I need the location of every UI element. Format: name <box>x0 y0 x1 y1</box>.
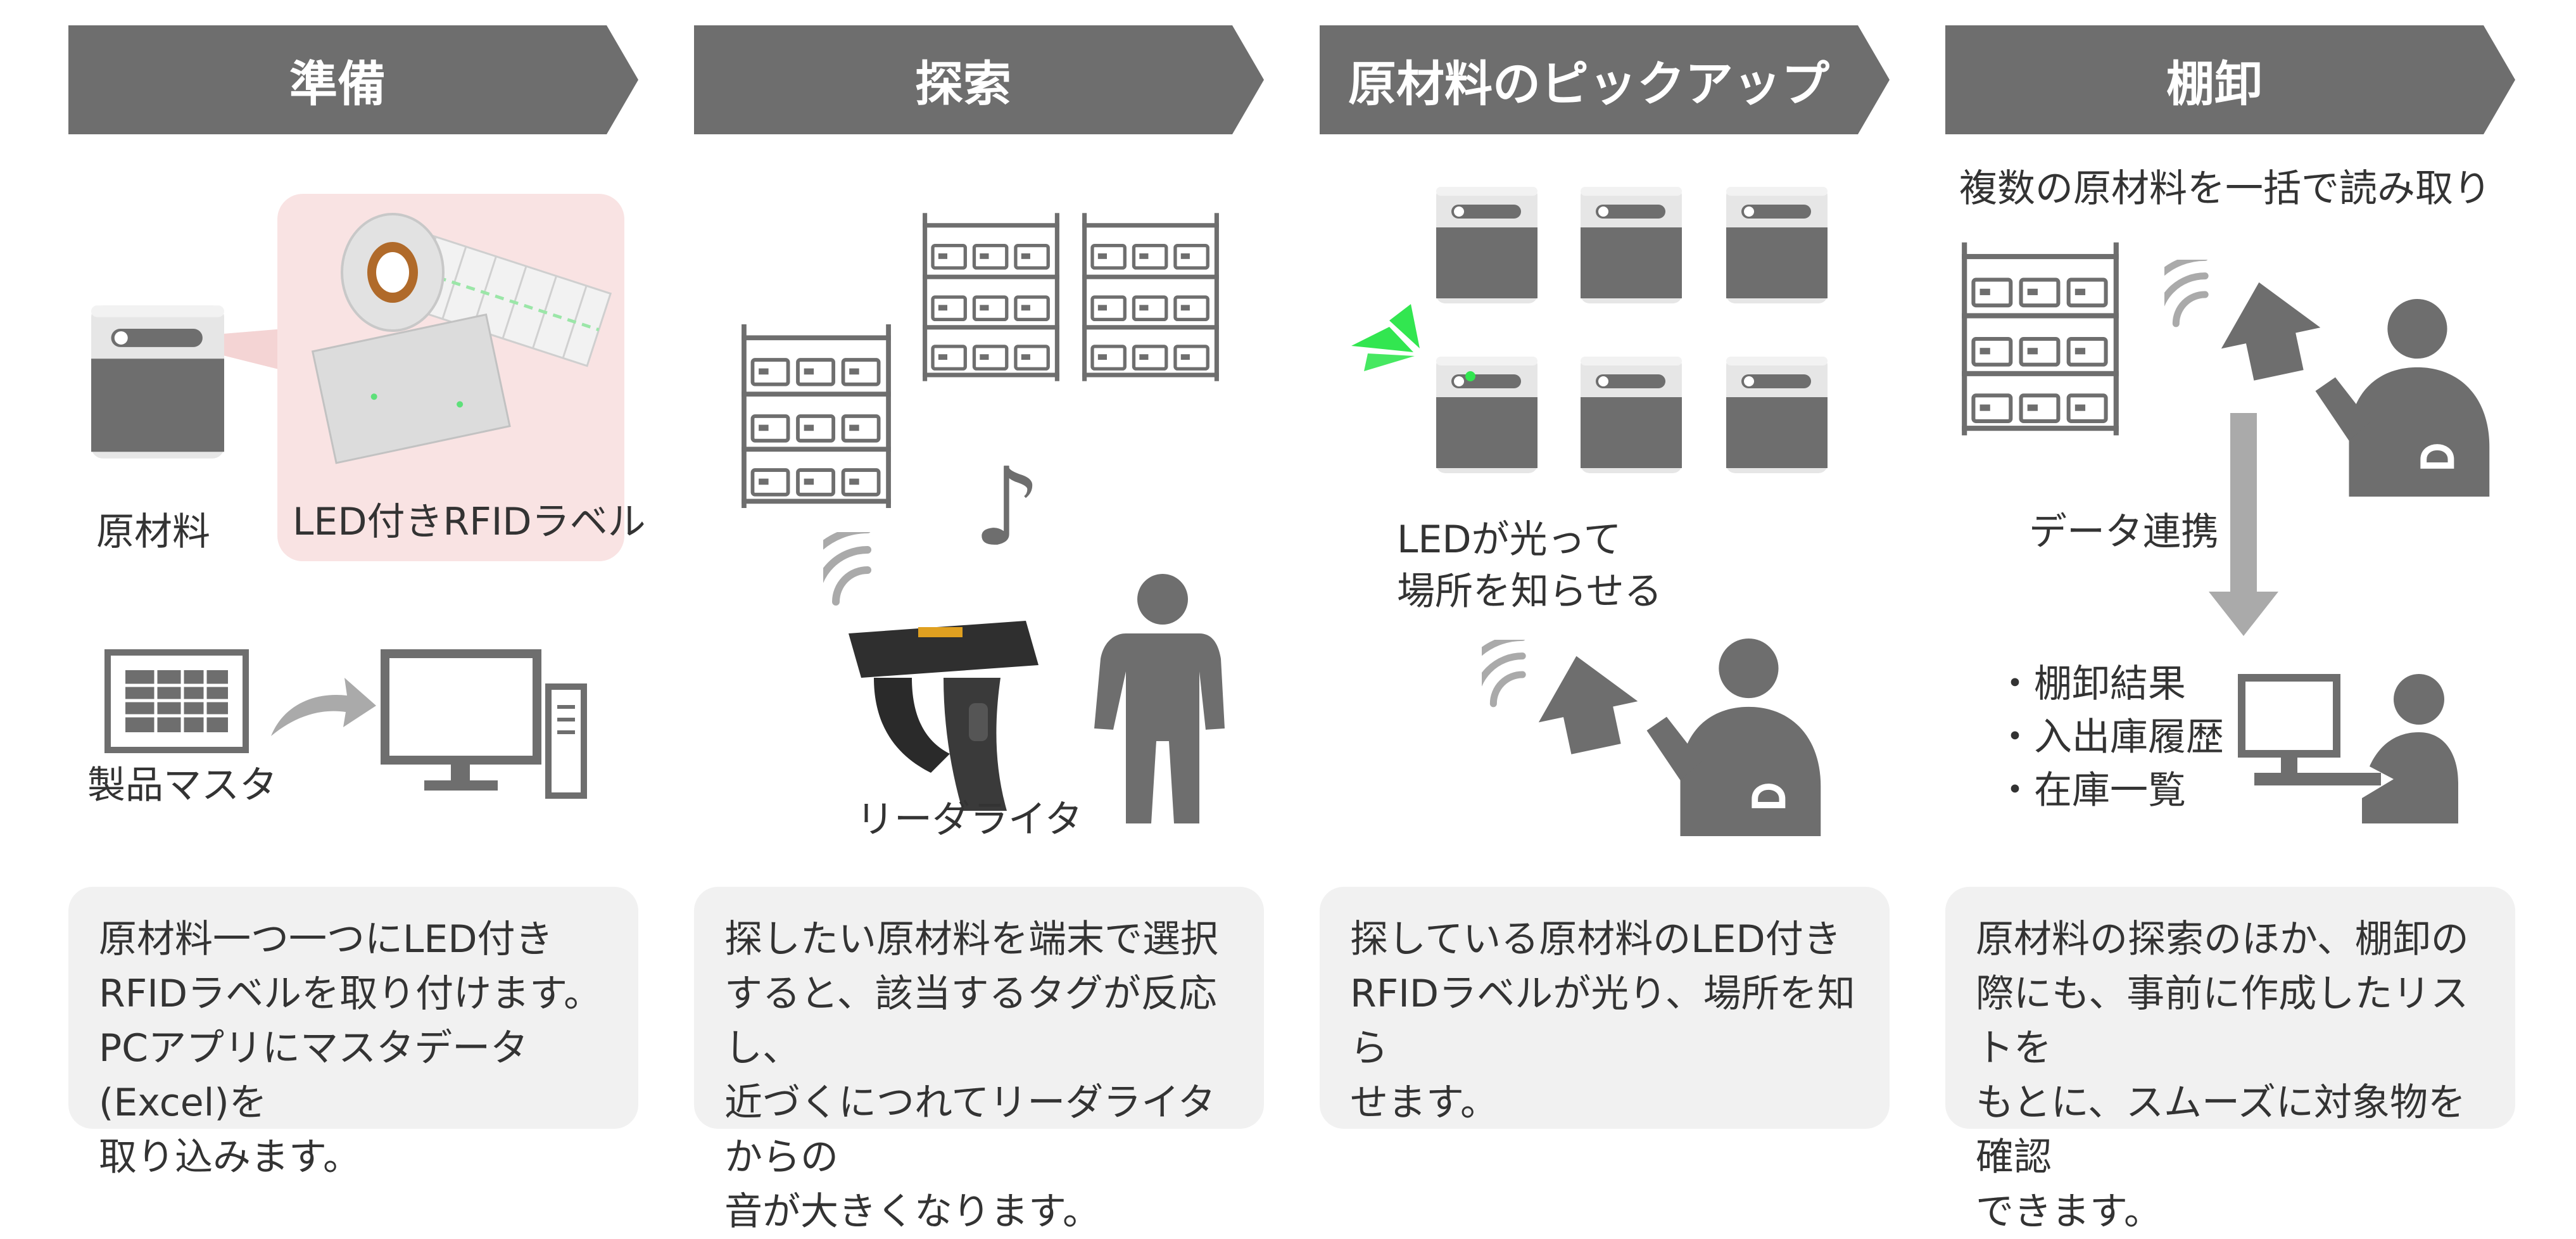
description-line: できます。 <box>1976 1190 2162 1234</box>
shelf-icon <box>918 213 1064 381</box>
rfid-label-caption: LED付きRFIDラベル <box>293 500 646 544</box>
description-prep: 原材料一つ一つにLED付き RFIDラベルを取り付けます。 PCアプリにマスタデ… <box>68 887 638 1179</box>
led-notice-line2: 場所を知らせる <box>1397 569 1662 614</box>
description-search: 探したい原材料を端末で選択 すると、該当するタグが反応し、 近づくにつれてリーダ… <box>694 887 1264 1234</box>
wireless-signal-icon <box>823 532 899 608</box>
description-line: 近づくにつれてリーダライタからの <box>724 1081 1216 1179</box>
drum-icon <box>91 305 291 459</box>
step-title-inventory: 棚卸 <box>2166 56 2263 112</box>
description-line: もとに、スムーズに対象物を確認 <box>1976 1081 2466 1179</box>
step-header-pickup: 原材料のピックアップ <box>1320 25 1890 134</box>
worker-icon <box>2305 298 2492 497</box>
description-line: 音が大きくなります。 <box>724 1190 1101 1234</box>
description-line: PCアプリにマスタデータ(Excel)を <box>99 1026 529 1125</box>
description-line: 探している原材料のLED付き <box>1350 917 1841 962</box>
description-line: せます。 <box>1350 1081 1498 1125</box>
shelf-icon <box>1957 242 2124 436</box>
person-icon <box>1094 574 1225 823</box>
arrow-right-icon <box>271 678 376 736</box>
worker-icon <box>1636 637 1824 836</box>
description-line: 原材料一つ一つにLED付き <box>99 917 553 962</box>
handheld-reader-icon <box>1527 645 1644 760</box>
result-item-stock: ・在庫一覧 <box>1996 768 2186 813</box>
description-line: 取り込みます。 <box>99 1135 361 1179</box>
rfid-label-roll-photo <box>311 213 612 464</box>
description-line: 原材料の探索のほか、棚卸の <box>1976 917 2469 962</box>
step-header-search: 探索 <box>694 25 1264 134</box>
description-line: 探したい原材料を端末で選択 <box>724 917 1218 962</box>
spreadsheet-icon <box>104 649 249 753</box>
step-header-inventory: 棚卸 <box>1945 25 2515 134</box>
material-label: 原材料 <box>96 510 210 554</box>
drum-icon <box>1581 357 1682 473</box>
drum-icon-lit <box>1436 357 1537 473</box>
music-note-icon: ♪ <box>973 445 1042 570</box>
product-master-label: 製品マスタ <box>87 763 277 808</box>
description-line: すると、該当するタグが反応し、 <box>724 972 1217 1071</box>
step-title-prep: 準備 <box>289 56 386 112</box>
drum-icon <box>1726 187 1828 303</box>
reader-writer-label: リーダライタ <box>856 797 1083 842</box>
data-link-label: データ連携 <box>2029 510 2219 554</box>
pc-user-icon <box>2238 674 2458 823</box>
led-notice-line1: LEDが光って <box>1397 518 1622 562</box>
description-inventory: 原材料の探索のほか、棚卸の 際にも、事前に作成したリストを もとに、スムーズに対… <box>1945 887 2515 1234</box>
description-line: RFIDラベルが光り、場所を知ら <box>1350 972 1855 1071</box>
drum-icon <box>1726 357 1828 473</box>
description-line: RFIDラベルを取り付けます。 <box>99 972 602 1016</box>
step-title-search: 探索 <box>915 56 1011 112</box>
shelf-icon <box>736 324 897 508</box>
drum-icon <box>1436 187 1537 303</box>
result-item-history: ・入出庫履歴 <box>1996 715 2224 759</box>
led-flash-icon <box>1351 304 1420 371</box>
description-line: 際にも、事前に作成したリストを <box>1976 972 2469 1071</box>
step-header-prep: 準備 <box>68 25 638 134</box>
result-item-inventory: ・棚卸結果 <box>1996 662 2186 706</box>
bulk-read-label: 複数の原材料を一括で読み取り <box>1959 167 2491 211</box>
step-title-pickup: 原材料のピックアップ <box>1348 56 1829 112</box>
shelf-icon <box>1078 213 1223 381</box>
pc-monitor-icon <box>381 649 587 799</box>
arrow-down-icon <box>2209 413 2278 636</box>
description-pickup: 探している原材料のLED付き RFIDラベルが光り、場所を知ら せます。 <box>1320 887 1890 1129</box>
handheld-reader-photo <box>849 621 1039 811</box>
drum-icon <box>1581 187 1682 303</box>
